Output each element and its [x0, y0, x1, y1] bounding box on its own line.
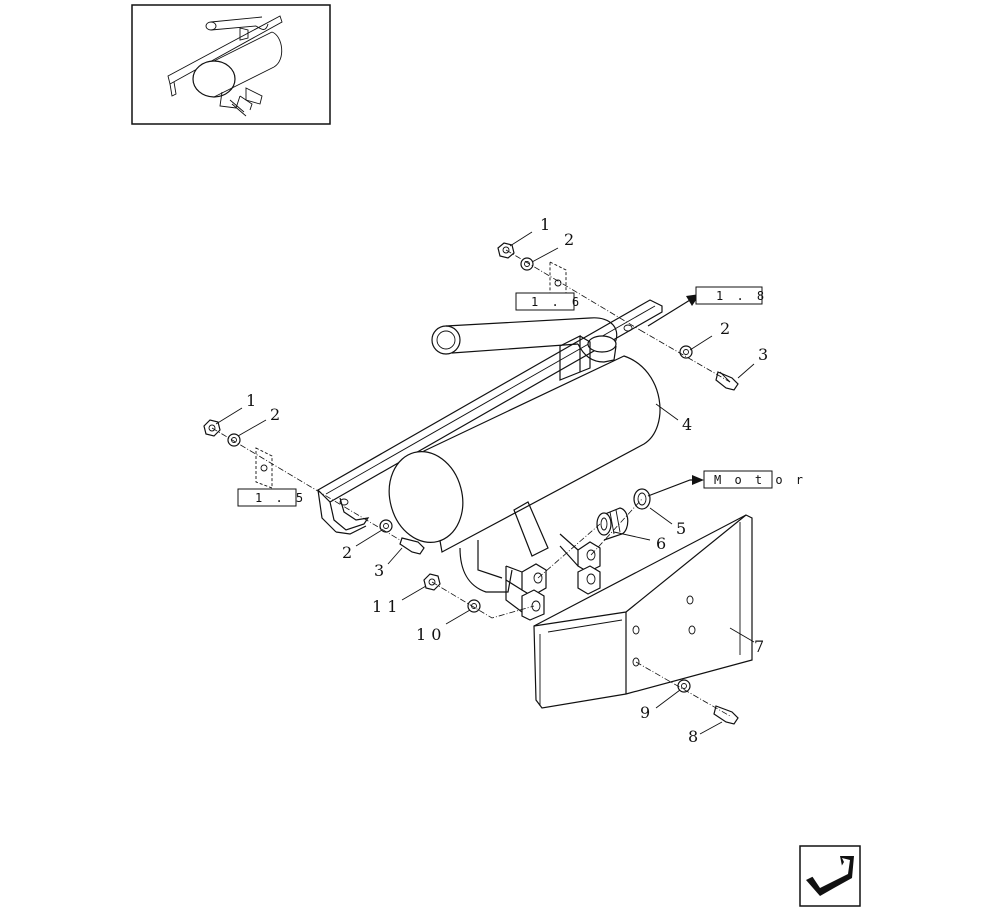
part-number-9: 9 [640, 703, 650, 722]
leader-lines [215, 231, 755, 735]
ref-label-1-6: 1 . 6 [531, 295, 582, 309]
ref-box-1-8[interactable]: 1 . 8 [695, 286, 767, 305]
arrow-right-icon [806, 856, 854, 896]
next-page-button[interactable] [799, 845, 861, 907]
part-number-10: 1 0 [416, 625, 441, 644]
part-number-2-lower: 2 [342, 543, 352, 562]
part-number-2-top: 2 [564, 230, 574, 249]
ref-box-1-6[interactable]: 1 . 6 [515, 292, 582, 311]
muffler-outlet-stand [459, 501, 549, 593]
part-number-2-right: 2 [720, 319, 730, 338]
part-number-3-right: 3 [758, 345, 768, 364]
brackets [505, 533, 601, 621]
part-number-labels: 1 2 2 3 4 1 2 2 3 5 6 7 8 9 1 0 1 1 [246, 215, 768, 746]
part-number-5: 5 [676, 519, 686, 538]
part-number-1-left: 1 [246, 391, 256, 410]
plate-ref-1-5 [255, 447, 273, 489]
ref-label-1-8: 1 . 8 [716, 289, 767, 303]
part-number-7: 7 [754, 637, 764, 656]
muffler [388, 335, 661, 553]
part-number-11: 1 1 [372, 597, 397, 616]
ref-label-motor: M o t o r [714, 473, 806, 487]
part-number-1-top: 1 [540, 215, 550, 234]
assembly-center-lines [211, 249, 731, 717]
heat-shield [533, 514, 753, 709]
ref-label-1-5: 1 . 5 [255, 491, 306, 505]
overview-thumbnail[interactable] [131, 4, 331, 125]
clamp-parts [596, 488, 651, 541]
chassis-rail [317, 299, 663, 535]
part-number-2-left: 2 [270, 405, 280, 424]
part-number-3-lower: 3 [374, 561, 384, 580]
ref-box-motor[interactable]: M o t o r [703, 470, 806, 489]
part-number-8: 8 [688, 727, 698, 746]
fasteners [203, 242, 739, 725]
part-number-6: 6 [656, 534, 666, 553]
part-number-4: 4 [682, 415, 692, 434]
ref-box-1-5[interactable]: 1 . 5 [237, 488, 306, 507]
